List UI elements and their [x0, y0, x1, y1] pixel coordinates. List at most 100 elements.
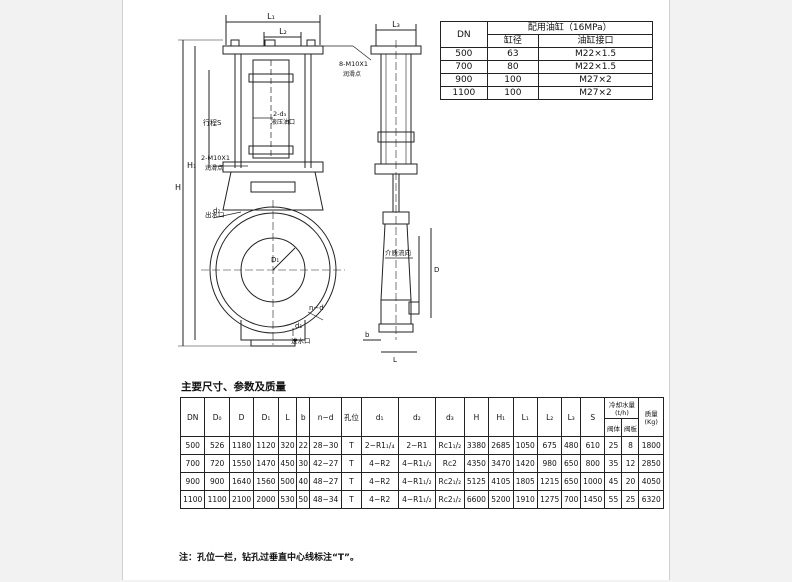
column-header: D₀ [204, 397, 230, 437]
table-cell: 1805 [512, 472, 538, 491]
table-row: 1100 100 M27×2 [440, 86, 653, 100]
cooling-header: 冷却水量(t/h) [604, 397, 640, 419]
cell-dn: 1100 [440, 86, 488, 100]
table-cell: 650 [561, 472, 582, 491]
callout-flow-direction: 介质流向 [385, 248, 411, 257]
table-cell: 900 [179, 472, 206, 491]
table-cell: 6320 [638, 490, 664, 509]
column-header: D₁ [253, 397, 279, 437]
table-cell: 1550 [228, 454, 255, 473]
table-cell: 1215 [536, 472, 563, 491]
table-cell: 2−R1 [397, 436, 436, 455]
header-dn: DN [440, 21, 488, 48]
table-cell: 1420 [512, 454, 538, 473]
table-cell: 650 [561, 454, 582, 473]
table-cell: 2−R1₁/₄ [360, 436, 399, 455]
table-cell: 1800 [638, 436, 664, 455]
table-cell: 700 [561, 490, 582, 509]
callout-oil-port-sub: 液压油口 [271, 118, 295, 126]
table-cell: 25 [604, 436, 623, 455]
callout-inlet: 进水口 [291, 336, 311, 345]
table-cell: 4−R2 [360, 490, 399, 509]
column-header: D [228, 397, 255, 437]
table-cell: Rc2 [434, 454, 465, 473]
table-cell: 610 [580, 436, 606, 455]
table-cell: T [341, 436, 362, 455]
table-cell: 4−R1₁/₂ [397, 490, 436, 509]
dim-H: H [175, 183, 181, 192]
callout-outlet: 出水口 [205, 210, 225, 219]
table-cell: 700 [179, 454, 206, 473]
table-cell: 526 [204, 436, 230, 455]
table-cell: 1180 [228, 436, 255, 455]
column-header: DN [179, 397, 206, 437]
dim-D: D [434, 266, 439, 274]
table-cell: 28−30 [309, 436, 343, 455]
table-cell: 4−R1₁/₂ [397, 454, 436, 473]
table-cell: Rc1₁/₂ [434, 436, 465, 455]
table-cell: 4−R1₁/₂ [397, 472, 436, 491]
mass-title: 质量 [644, 410, 658, 418]
column-header: H₁ [488, 397, 514, 437]
table-cell: 48−27 [309, 472, 343, 491]
column-header: d₁ [360, 397, 399, 437]
table-cell: 1640 [228, 472, 255, 491]
table-cell: 900 [204, 472, 230, 491]
table-cell: 2685 [488, 436, 514, 455]
column-header: n−d [309, 397, 343, 437]
table-cell: 500 [179, 436, 206, 455]
dim-S: 行程S [203, 118, 222, 127]
table-cell: 675 [536, 436, 563, 455]
dim-nd: n−d [309, 304, 324, 312]
table-cell: 1100 [179, 490, 206, 509]
table-cell: 530 [277, 490, 298, 509]
table-cell: 2100 [228, 490, 255, 509]
column-header: L [277, 397, 298, 437]
cooling-subheader: 阀板 [621, 418, 640, 437]
drawing-sheet: L₁ L₂ L₃ H H₁ 行程S D₁ D b L d₁ d₂ n−d 2-d… [122, 0, 670, 580]
cell-bore: 100 [486, 73, 540, 87]
header-cylinder-group: 配用油缸（16MPa） [486, 21, 654, 35]
table-cell: 25 [621, 490, 640, 509]
table-cell: 3470 [488, 454, 514, 473]
section-title: 主要尺寸、参数及质量 [181, 381, 286, 393]
table-cell: 480 [561, 436, 582, 455]
table-cell: 5125 [463, 472, 490, 491]
callout-lube-front: 2-M10X1 [201, 154, 230, 162]
cell-port: M22×1.5 [538, 47, 653, 61]
table-cell: 1050 [512, 436, 538, 455]
cell-bore: 100 [486, 86, 540, 100]
table-cell: 4105 [488, 472, 514, 491]
cell-dn: 500 [440, 47, 488, 61]
table-cell: 3380 [463, 436, 490, 455]
table-cell: 320 [277, 436, 298, 455]
dim-L2: L₂ [279, 27, 287, 36]
dim-L3: L₃ [392, 20, 400, 29]
dim-b: b [365, 331, 370, 339]
table-cell: 5200 [488, 490, 514, 509]
cooling-unit: (t/h) [614, 409, 629, 417]
table-cell: 22 [296, 436, 311, 455]
cell-bore: 80 [486, 60, 540, 74]
table-cell: T [341, 454, 362, 473]
table-cell: 50 [296, 490, 311, 509]
table-cell: Rc2₁/₂ [434, 472, 465, 491]
column-header: H [463, 397, 490, 437]
cell-dn: 700 [440, 60, 488, 74]
callout-lube-side: 8-M10X1 [339, 60, 368, 68]
cooling-subheader: 阀体 [604, 418, 623, 437]
table-cell: 45 [604, 472, 623, 491]
dim-D1: D₁ [271, 256, 279, 264]
column-header: d₃ [434, 397, 465, 437]
callout-lube-front-sub: 润滑点 [205, 164, 223, 172]
valve-engineering-drawing: L₁ L₂ L₃ H H₁ 行程S D₁ D b L d₁ d₂ n−d 2-d… [175, 12, 439, 364]
table-cell: 35 [604, 454, 623, 473]
cell-port: M27×2 [538, 86, 653, 100]
cell-port: M27×2 [538, 73, 653, 87]
column-header: L₃ [561, 397, 582, 437]
table-cell: 8 [621, 436, 640, 455]
table-row: 500 63 M22×1.5 [440, 47, 653, 61]
